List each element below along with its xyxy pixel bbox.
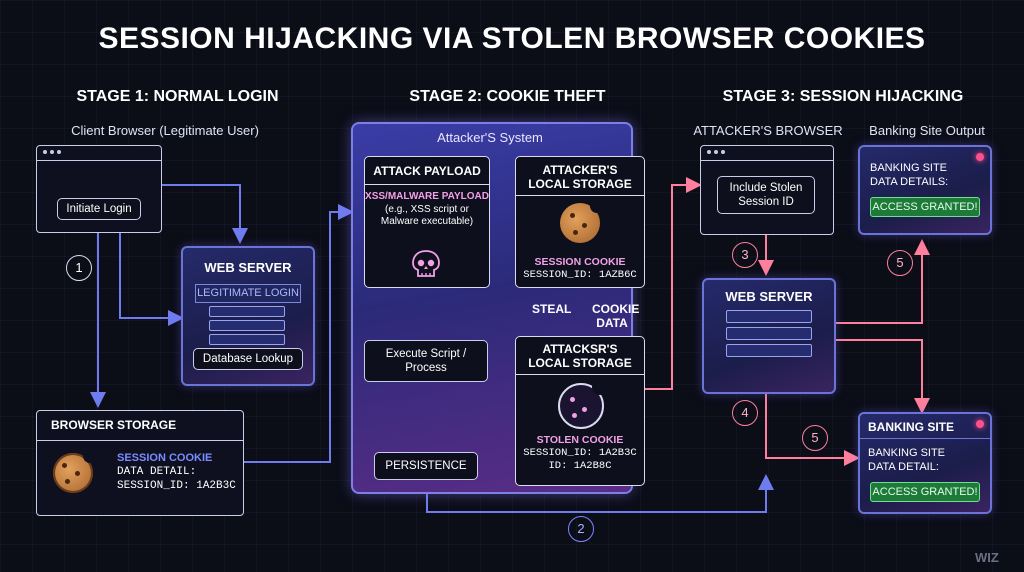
web-server-stage1: WEB SERVER LEGITIMATE LOGIN Database Loo… xyxy=(181,246,315,386)
stage1-heading: STAGE 1: NORMAL LOGIN xyxy=(76,88,279,105)
bitten-cookie-icon xyxy=(558,379,608,429)
connector-storage-to-attacker xyxy=(243,204,354,463)
server-rack-icon xyxy=(726,310,812,357)
local-storage-1-session-id: SESSION_ID: 1AZB6C xyxy=(523,269,637,281)
steal-label: STEAL xyxy=(532,302,572,316)
browser-storage-title: BROWSER STORAGE xyxy=(51,418,177,432)
browser-storage-cookie-label: SESSION COOKIE xyxy=(117,452,213,464)
attacker-local-storage-1: ATTACKER'S LOCAL STORAGE SESSION COOKIE … xyxy=(515,156,645,288)
connector-server-to-bank xyxy=(765,392,860,466)
connector-server-to-bank-2 xyxy=(833,339,930,414)
output-data-details: BANKING SITE DATA DETAILS: xyxy=(870,162,949,188)
step-5a-badge: 5 xyxy=(887,250,913,276)
local-storage-2-id: ID: 1A2B8C xyxy=(548,460,612,472)
attacker-browser-caption: ATTACKER'S BROWSER xyxy=(693,123,843,138)
skull-icon xyxy=(409,249,443,279)
attacker-browser-window: Include Stolen Session ID xyxy=(700,145,834,235)
step-5b-badge: 5 xyxy=(802,425,828,451)
banking-output-box: BANKING SITE DATA DETAILS: ACCESS GRANTE… xyxy=(858,145,992,235)
connector-server-to-output xyxy=(833,239,930,324)
cookie-data-label: COOKIE DATA xyxy=(592,302,640,330)
step-4-badge: 4 xyxy=(732,400,758,426)
execute-script-box: Execute Script / Process xyxy=(364,340,488,382)
browser-window-icon xyxy=(701,146,833,161)
stolen-cookie-label: STOLEN COOKIE xyxy=(536,434,624,446)
wiz-watermark: WIZ xyxy=(975,550,999,565)
connector-browser-to-server xyxy=(162,184,248,244)
local-storage-2-session-id: SESSION_ID: 1A2B3C xyxy=(523,447,637,459)
attack-payload-title: ATTACK PAYLOAD xyxy=(365,157,489,185)
banking-site-box: BANKING SITE BANKING SITE DATA DETAIL: A… xyxy=(858,412,992,514)
payload-description: (e.g., XSS script or Malware executable) xyxy=(380,204,474,227)
attack-payload-box: ATTACK PAYLOAD XSS/MALWARE PAYLOAD (e.g.… xyxy=(364,156,490,288)
status-dot-icon xyxy=(976,153,984,161)
stage2-heading: STAGE 2: COOKIE THEFT xyxy=(409,88,606,105)
banking-site-title: BANKING SITE xyxy=(868,420,955,434)
attacker-local-storage-2: ATTACKSR'S LOCAL STORAGE STOLEN COOKIE S… xyxy=(515,336,645,486)
database-lookup-box: Database Lookup xyxy=(193,348,303,370)
payload-subtitle: XSS/MALWARE PAYLOAD xyxy=(365,191,489,202)
local-storage-2-title: ATTACKSR'S LOCAL STORAGE xyxy=(516,337,644,375)
web-server-stage3: WEB SERVER xyxy=(702,278,836,394)
local-storage-1-title: ATTACKER'S LOCAL STORAGE xyxy=(516,157,644,196)
status-dot-icon xyxy=(976,420,984,428)
cookie-icon xyxy=(53,449,97,493)
diagram-title: SESSION HIJACKING VIA STOLEN BROWSER COO… xyxy=(98,22,926,55)
persistence-box: PERSISTENCE xyxy=(374,452,478,480)
step-1-badge: 1 xyxy=(66,255,92,281)
connector-to-attacker-browser xyxy=(645,177,702,390)
access-granted-button-2[interactable]: ACCESS GRANTED! xyxy=(870,482,980,502)
legit-login-label: LEGITIMATE LOGIN xyxy=(195,284,301,303)
browser-storage-detail: DATA DETAIL: xyxy=(117,466,197,478)
client-browser-caption: Client Browser (Legitimate User) xyxy=(71,123,259,138)
browser-storage-session-id: SESSION_ID: 1A2B3C xyxy=(117,480,236,492)
banking-output-caption: Banking Site Output xyxy=(869,123,985,138)
access-granted-button-1[interactable]: ACCESS GRANTED! xyxy=(870,197,980,217)
stage3-heading: STAGE 3: SESSION HIJACKING xyxy=(722,88,964,105)
web-server-stage3-title: WEB SERVER xyxy=(725,289,813,304)
server-rack-icon xyxy=(209,306,285,345)
client-browser-window: Initiate Login xyxy=(36,145,162,233)
step-2-badge: 2 xyxy=(568,516,594,542)
initiate-login-button[interactable]: Initiate Login xyxy=(57,198,141,220)
browser-window-icon xyxy=(37,146,161,161)
include-stolen-session-button[interactable]: Include Stolen Session ID xyxy=(717,176,815,214)
connector-login-to-server xyxy=(119,232,184,326)
cookie-icon xyxy=(560,199,604,243)
local-storage-1-cookie-label: SESSION COOKIE xyxy=(534,256,626,268)
banking-site-data-detail: BANKING SITE DATA DETAIL: xyxy=(868,447,946,473)
step-3-badge: 3 xyxy=(732,242,758,268)
web-server-title: WEB SERVER xyxy=(204,260,292,275)
browser-storage-box: BROWSER STORAGE SESSION COOKIE DATA DETA… xyxy=(36,410,244,516)
attacker-system-title: Attacker'S System xyxy=(437,130,543,145)
